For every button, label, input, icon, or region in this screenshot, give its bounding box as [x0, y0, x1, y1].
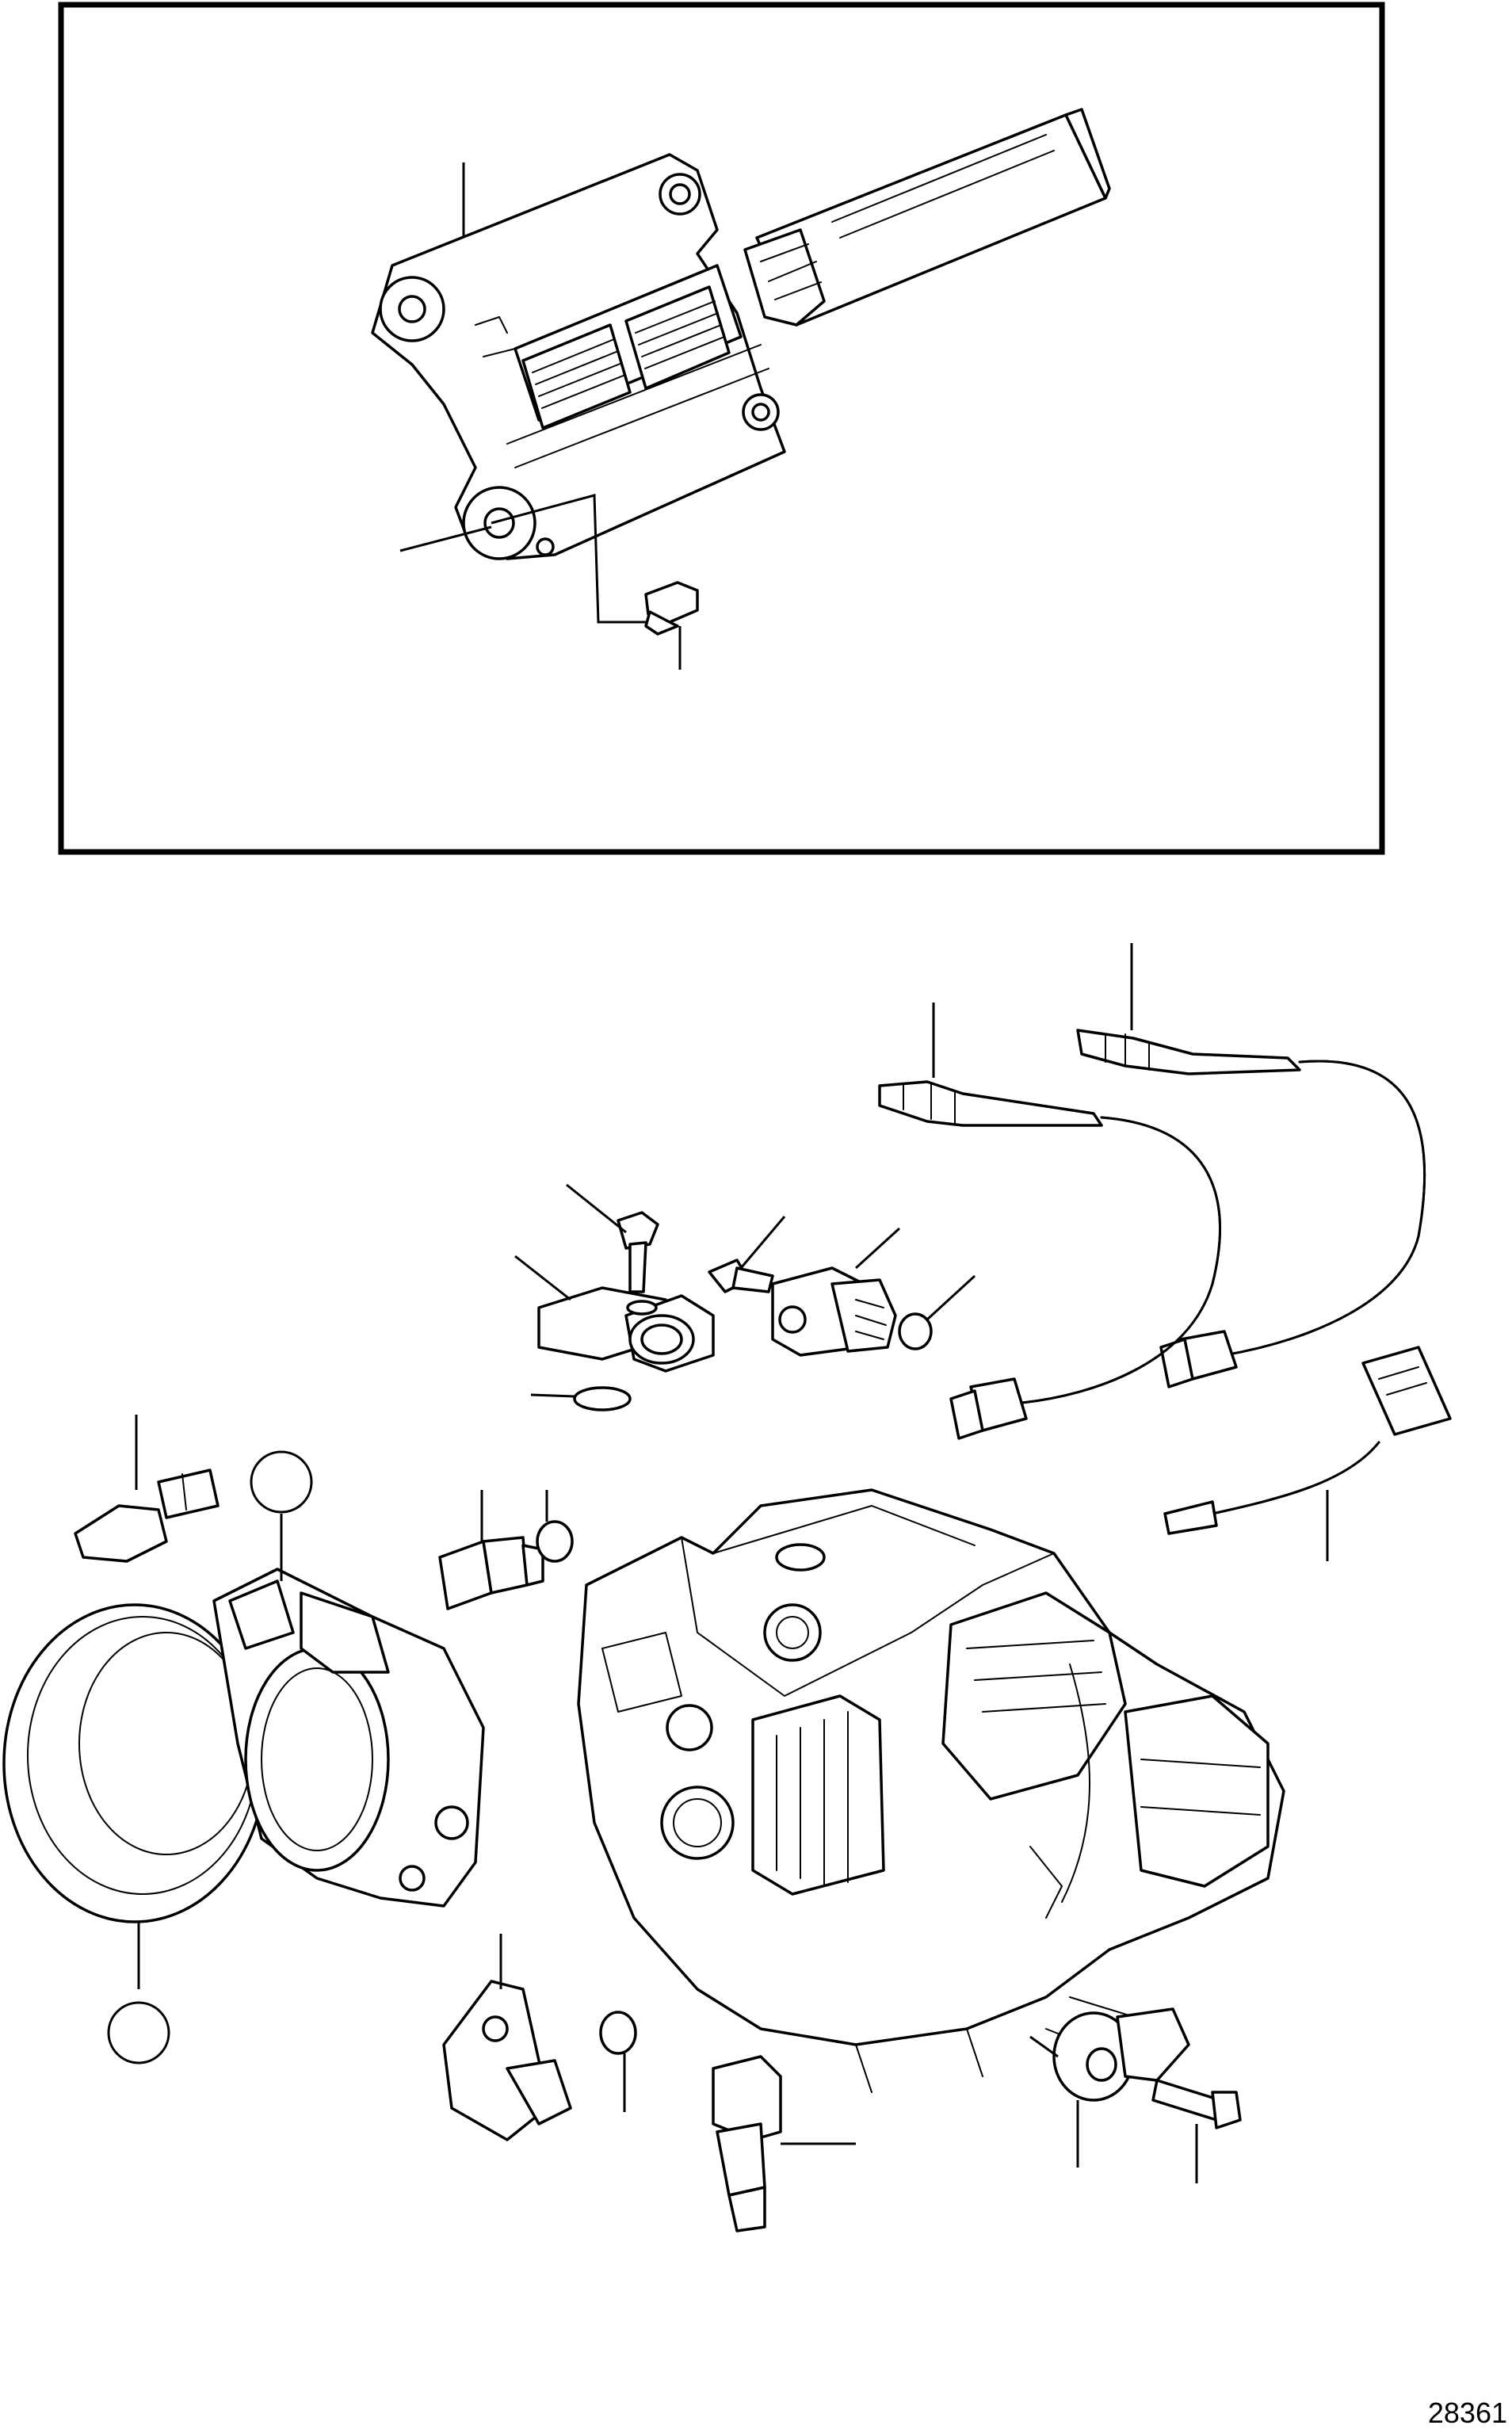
speed-sensor: [712, 2055, 782, 2232]
knock-sensor-leaders: [1029, 2035, 1198, 2183]
ecm-inset-frame: [58, 2, 1385, 855]
ecm-leader-lines: [399, 162, 682, 670]
crank-sensor-leaders: [499, 1934, 626, 2112]
callout-circle-lower: [107, 2001, 170, 2064]
map-sensor-o-ring: [573, 1300, 658, 1411]
engine-assembly: [577, 1488, 1285, 2093]
ecm-connector-plug: [743, 108, 1111, 327]
oil-pressure-sensor: [438, 1536, 544, 1610]
knock-sensor-bolt: [1151, 2079, 1242, 2129]
crank-position-sensor: [442, 1980, 572, 2141]
oxygen-sensor-lower: [878, 1080, 1221, 1440]
ecm-mounting-bolt: [644, 581, 699, 636]
throttle-body-leaders: [137, 1514, 283, 1989]
oil-pressure-leaders: [480, 1490, 548, 1541]
oxygen-sensor-upper: [1076, 1029, 1426, 1388]
knock-sensor: [1052, 2007, 1190, 2102]
drawing-number: 28361: [1427, 2397, 1507, 2429]
sensor-harness: [1163, 1346, 1452, 1535]
ecm-module: [371, 153, 786, 560]
cam-sensor-leaders: [739, 1216, 976, 1321]
crank-sensor-o-ring: [599, 2011, 637, 2055]
cam-sensor-o-ring: [898, 1312, 933, 1350]
map-sensor: [537, 1286, 715, 1373]
temperature-sensor: [74, 1469, 220, 1563]
throttle-body: [212, 1568, 485, 1908]
callout-circle-upper: [250, 1450, 313, 1514]
oil-pressure-o-ring: [536, 1520, 574, 1563]
oxygen-sensor-leaders: [932, 943, 1133, 1078]
cam-sensor: [771, 1266, 897, 1357]
map-sensor-bolt: [617, 1211, 659, 1293]
cam-sensor-bolt: [708, 1259, 774, 1293]
map-sensor-leaders: [514, 1183, 627, 1398]
